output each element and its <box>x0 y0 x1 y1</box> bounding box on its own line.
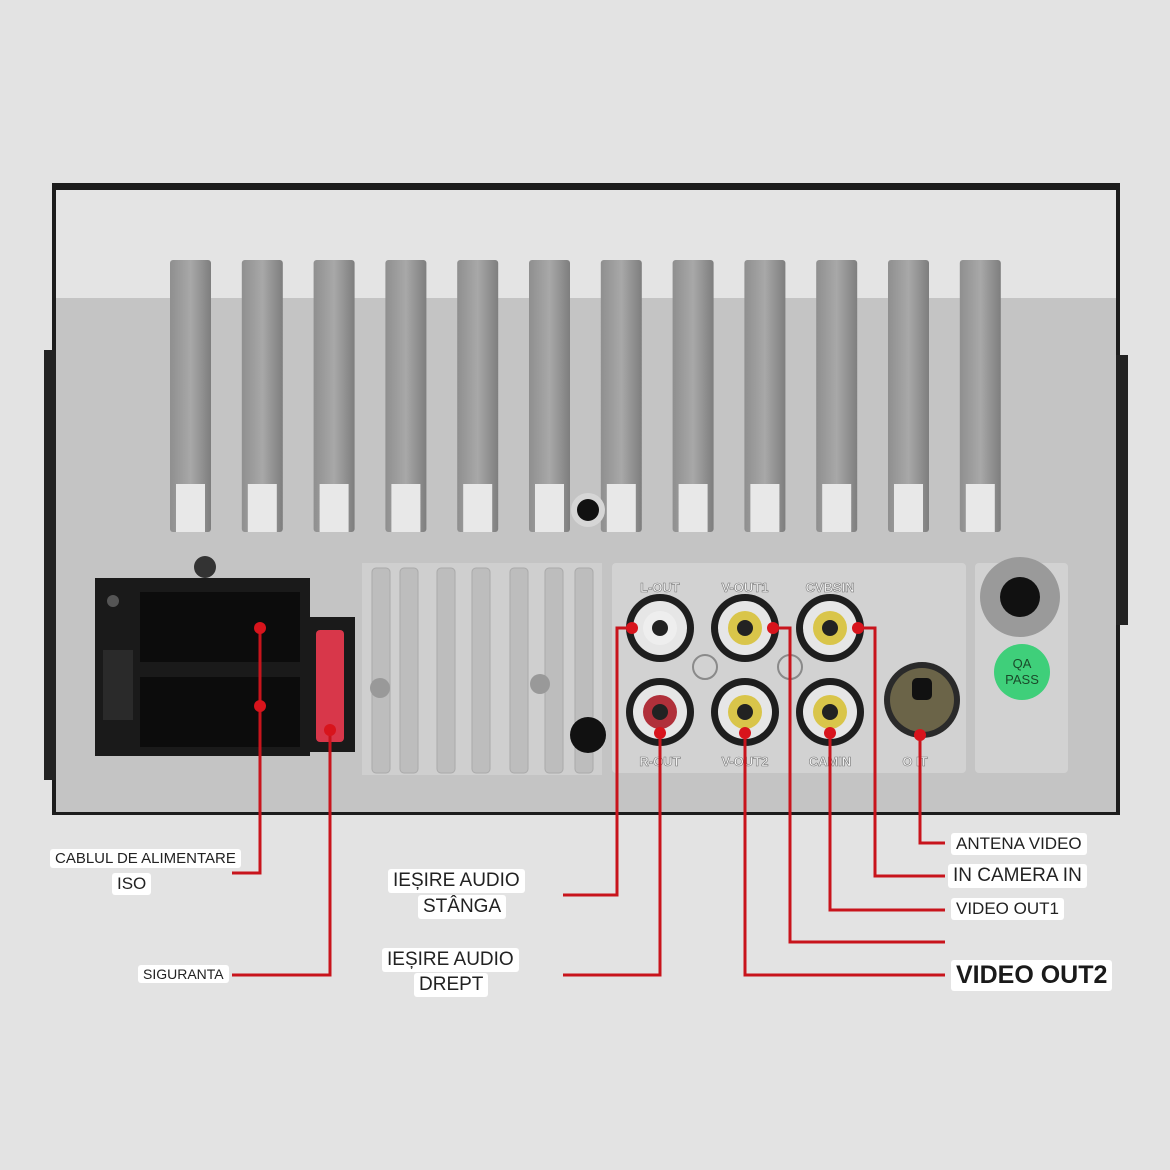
callout-line <box>918 735 945 845</box>
callout-line <box>828 733 945 912</box>
vent-slot <box>509 567 529 774</box>
callout-dot <box>852 622 864 634</box>
chassis-top-face <box>56 190 1116 298</box>
mount-hole <box>577 499 599 521</box>
cooling-fin <box>959 260 1001 532</box>
cooling-fin <box>744 260 786 532</box>
cooling-fin <box>529 260 570 532</box>
label-iso-line2: ISO <box>112 873 152 895</box>
panel-label-v-out1: V-OUT1 <box>722 580 769 595</box>
callout-dot <box>824 727 836 739</box>
label-right-audio-line2: DREPT <box>414 973 489 997</box>
label-iso-line1: CABLUL DE ALIMENTARE <box>50 849 241 869</box>
aux-jack <box>570 717 606 753</box>
callout-line <box>743 733 945 977</box>
callout-line <box>563 626 632 897</box>
label-antenna-video: ANTENA VIDEO <box>951 833 1087 855</box>
callout-dot <box>254 622 266 634</box>
label-fuse: SIGURANTA <box>138 965 229 984</box>
iso-connector <box>95 556 310 756</box>
callout-dot <box>767 622 779 634</box>
callout-line <box>563 733 662 977</box>
cooling-fin <box>241 260 283 532</box>
cooling-fins <box>170 260 1001 532</box>
cooling-fin <box>313 260 355 532</box>
callout-dot <box>254 700 266 712</box>
callout-dot <box>324 724 336 736</box>
cooling-fin <box>600 260 642 532</box>
callout-dot <box>914 729 926 741</box>
callout-dot <box>739 727 751 739</box>
label-camera-in: IN CAMERA IN <box>948 864 1087 888</box>
antenna-video-jack <box>884 662 960 738</box>
cooling-fin <box>888 260 929 532</box>
vent-slot <box>399 567 419 774</box>
panel-label-l-out: L-OUT <box>640 580 680 595</box>
cooling-fin <box>170 260 211 532</box>
callout-line <box>858 626 945 878</box>
qa-pass-badge: QA PASS <box>994 644 1050 700</box>
callout-lines <box>232 622 945 977</box>
vent-panel <box>362 563 606 775</box>
label-video-out2: VIDEO OUT2 <box>951 960 1113 991</box>
label-left-audio-line2: STÂNGA <box>418 895 507 919</box>
panel-label-cvbs-in: CVBSIN <box>805 580 854 595</box>
badge-line2: PASS <box>1005 672 1039 687</box>
cooling-fin <box>672 260 714 532</box>
gps-antenna-hole <box>1000 577 1040 617</box>
badge-line1: QA <box>1013 656 1032 671</box>
callout-dot <box>626 622 638 634</box>
cooling-fin <box>816 260 858 532</box>
vent-slot <box>436 567 456 774</box>
vent-slot <box>471 567 491 774</box>
callout-line <box>773 626 945 944</box>
vent-slot <box>371 567 391 774</box>
label-video-out1: VIDEO OUT1 <box>951 898 1064 920</box>
panel-label-antenna: O IT <box>902 754 927 769</box>
label-right-audio-line1: IEȘIRE AUDIO <box>382 948 519 972</box>
callout-line <box>232 730 332 977</box>
cooling-fin <box>457 260 499 532</box>
vent-slot <box>544 567 564 774</box>
callout-dot <box>654 727 666 739</box>
label-left-audio-line1: IEȘIRE AUDIO <box>388 869 525 893</box>
cooling-fin <box>385 260 427 532</box>
